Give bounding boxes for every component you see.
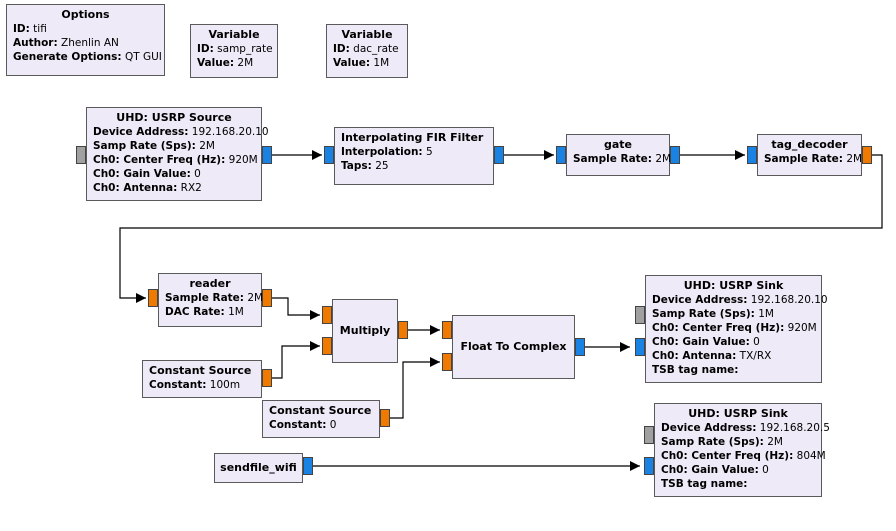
reader-out-port[interactable] [262, 289, 272, 307]
usrp-sink-2-block[interactable]: UHD: USRP Sink Device Address: 192.168.2… [654, 403, 830, 497]
block-title: UHD: USRP Sink [683, 279, 784, 292]
block-title: Float To Complex [460, 340, 567, 353]
constant-source-1-block[interactable]: Constant Source Constant: 100m [142, 360, 262, 398]
param-device-address: Device Address: 192.168.20.5 [661, 422, 830, 434]
variable-samp-rate-block[interactable]: Variable ID: samp_rate Value: 2M [190, 24, 278, 78]
param-value: Value: 1M [333, 57, 390, 69]
param-center-freq: Ch0: Center Freq (Hz): 920M [652, 322, 817, 334]
param-device-address: Device Address: 192.168.20.10 [652, 294, 828, 306]
param-tsb-tag-name: TSB tag name: [661, 478, 748, 490]
param-gain: Ch0: Gain Value: 0 [652, 336, 760, 348]
tag-decoder-out-port[interactable] [862, 146, 872, 164]
block-title: sendfile_wifi [220, 461, 297, 474]
param-sample-rate: Sample Rate: 2M [573, 153, 672, 165]
block-title: Variable [208, 28, 260, 41]
fir-out-port[interactable] [494, 146, 504, 164]
multiply-in-port-0[interactable] [322, 306, 332, 324]
param-device-address: Device Address: 192.168.20.10 [93, 126, 269, 138]
usrp-source-block[interactable]: UHD: USRP Source Device Address: 192.168… [86, 107, 269, 201]
block-title: reader [189, 277, 231, 290]
wire-const1-to-multiply-b [272, 341, 320, 379]
sendfile-wifi-out-port[interactable] [303, 457, 313, 475]
usrp-sink-2-in-port[interactable] [644, 457, 654, 475]
param-author: Author: Zhenlin AN [13, 37, 119, 49]
param-id: ID: tifi [13, 23, 47, 35]
block-title: tag_decoder [771, 138, 848, 151]
param-antenna: Ch0: Antenna: RX2 [93, 182, 202, 194]
block-title: Options [61, 8, 110, 21]
block-title: Constant Source [149, 364, 252, 377]
gate-out-port[interactable] [670, 146, 680, 164]
multiply-block[interactable]: Multiply [332, 299, 398, 363]
reader-in-port[interactable] [148, 289, 158, 307]
usrp-sink-2-command-port[interactable] [644, 426, 654, 444]
usrp-sink-1-in-port[interactable] [635, 338, 645, 356]
param-gain: Ch0: Gain Value: 0 [661, 464, 769, 476]
tag-decoder-block[interactable]: tag_decoder Sample Rate: 2M [757, 134, 862, 176]
block-title: Constant Source [269, 404, 372, 417]
f2c-re-in-port[interactable] [442, 321, 452, 339]
multiply-in-port-1[interactable] [322, 337, 332, 355]
param-sample-rate: Sample Rate: 2M [165, 292, 264, 304]
sendfile-wifi-block[interactable]: sendfile_wifi [214, 453, 303, 483]
block-title: Variable [341, 28, 393, 41]
param-center-freq: Ch0: Center Freq (Hz): 920M [93, 154, 258, 166]
fir-in-port[interactable] [324, 146, 334, 164]
gate-block[interactable]: gate Sample Rate: 2M [566, 134, 672, 176]
param-id: ID: samp_rate [197, 43, 273, 55]
options-block[interactable]: Options ID: tifi Author: Zhenlin AN Gene… [6, 4, 165, 76]
gate-in-port[interactable] [556, 146, 566, 164]
reader-block[interactable]: reader Sample Rate: 2M DAC Rate: 1M [158, 273, 264, 327]
usrp-sink-1-block[interactable]: UHD: USRP Sink Device Address: 192.168.2… [645, 275, 828, 383]
param-id: ID: dac_rate [333, 43, 399, 55]
usrp-source-command-port[interactable] [76, 146, 86, 164]
param-taps: Taps: 25 [341, 160, 389, 172]
interp-fir-filter-block[interactable]: Interpolating FIR Filter Interpolation: … [334, 127, 494, 185]
block-title: UHD: USRP Source [116, 111, 232, 124]
param-constant: Constant: 0 [269, 419, 337, 431]
param-constant: Constant: 100m [149, 379, 241, 391]
param-samp-rate: Samp Rate (Sps): 2M [661, 436, 783, 448]
wire-tagdecoder-to-reader [119, 154, 883, 303]
param-sample-rate: Sample Rate: 2M [764, 153, 863, 165]
block-title: Interpolating FIR Filter [341, 131, 484, 144]
multiply-out-port[interactable] [398, 321, 408, 339]
constant-source-1-out-port[interactable] [262, 369, 272, 387]
param-antenna: Ch0: Antenna: TX/RX [652, 350, 772, 362]
param-tsb-tag-name: TSB tag name: [652, 364, 739, 376]
block-title: UHD: USRP Sink [688, 407, 788, 420]
param-dac-rate: DAC Rate: 1M [165, 306, 244, 318]
constant-source-2-block[interactable]: Constant Source Constant: 0 [262, 400, 380, 438]
wire-const2-to-f2c-im [390, 357, 440, 419]
param-generate-options: Generate Options: QT GUI [13, 51, 162, 63]
usrp-source-out-port[interactable] [262, 146, 272, 164]
param-center-freq: Ch0: Center Freq (Hz): 804M [661, 450, 826, 462]
block-title: gate [603, 138, 632, 151]
param-samp-rate: Samp Rate (Sps): 1M [652, 308, 774, 320]
constant-source-2-out-port[interactable] [380, 409, 390, 427]
tag-decoder-in-port[interactable] [747, 146, 757, 164]
block-title: Multiply [339, 324, 391, 337]
param-gain: Ch0: Gain Value: 0 [93, 168, 201, 180]
wire-reader-to-multiply-a [272, 297, 320, 320]
f2c-im-in-port[interactable] [442, 353, 452, 371]
param-value: Value: 2M [197, 57, 254, 69]
variable-dac-rate-block[interactable]: Variable ID: dac_rate Value: 1M [326, 24, 408, 78]
usrp-sink-1-command-port[interactable] [635, 306, 645, 324]
param-samp-rate: Samp Rate (Sps): 2M [93, 140, 215, 152]
f2c-out-port[interactable] [575, 338, 585, 356]
float-to-complex-block[interactable]: Float To Complex [452, 315, 575, 379]
param-interpolation: Interpolation: 5 [341, 146, 433, 158]
